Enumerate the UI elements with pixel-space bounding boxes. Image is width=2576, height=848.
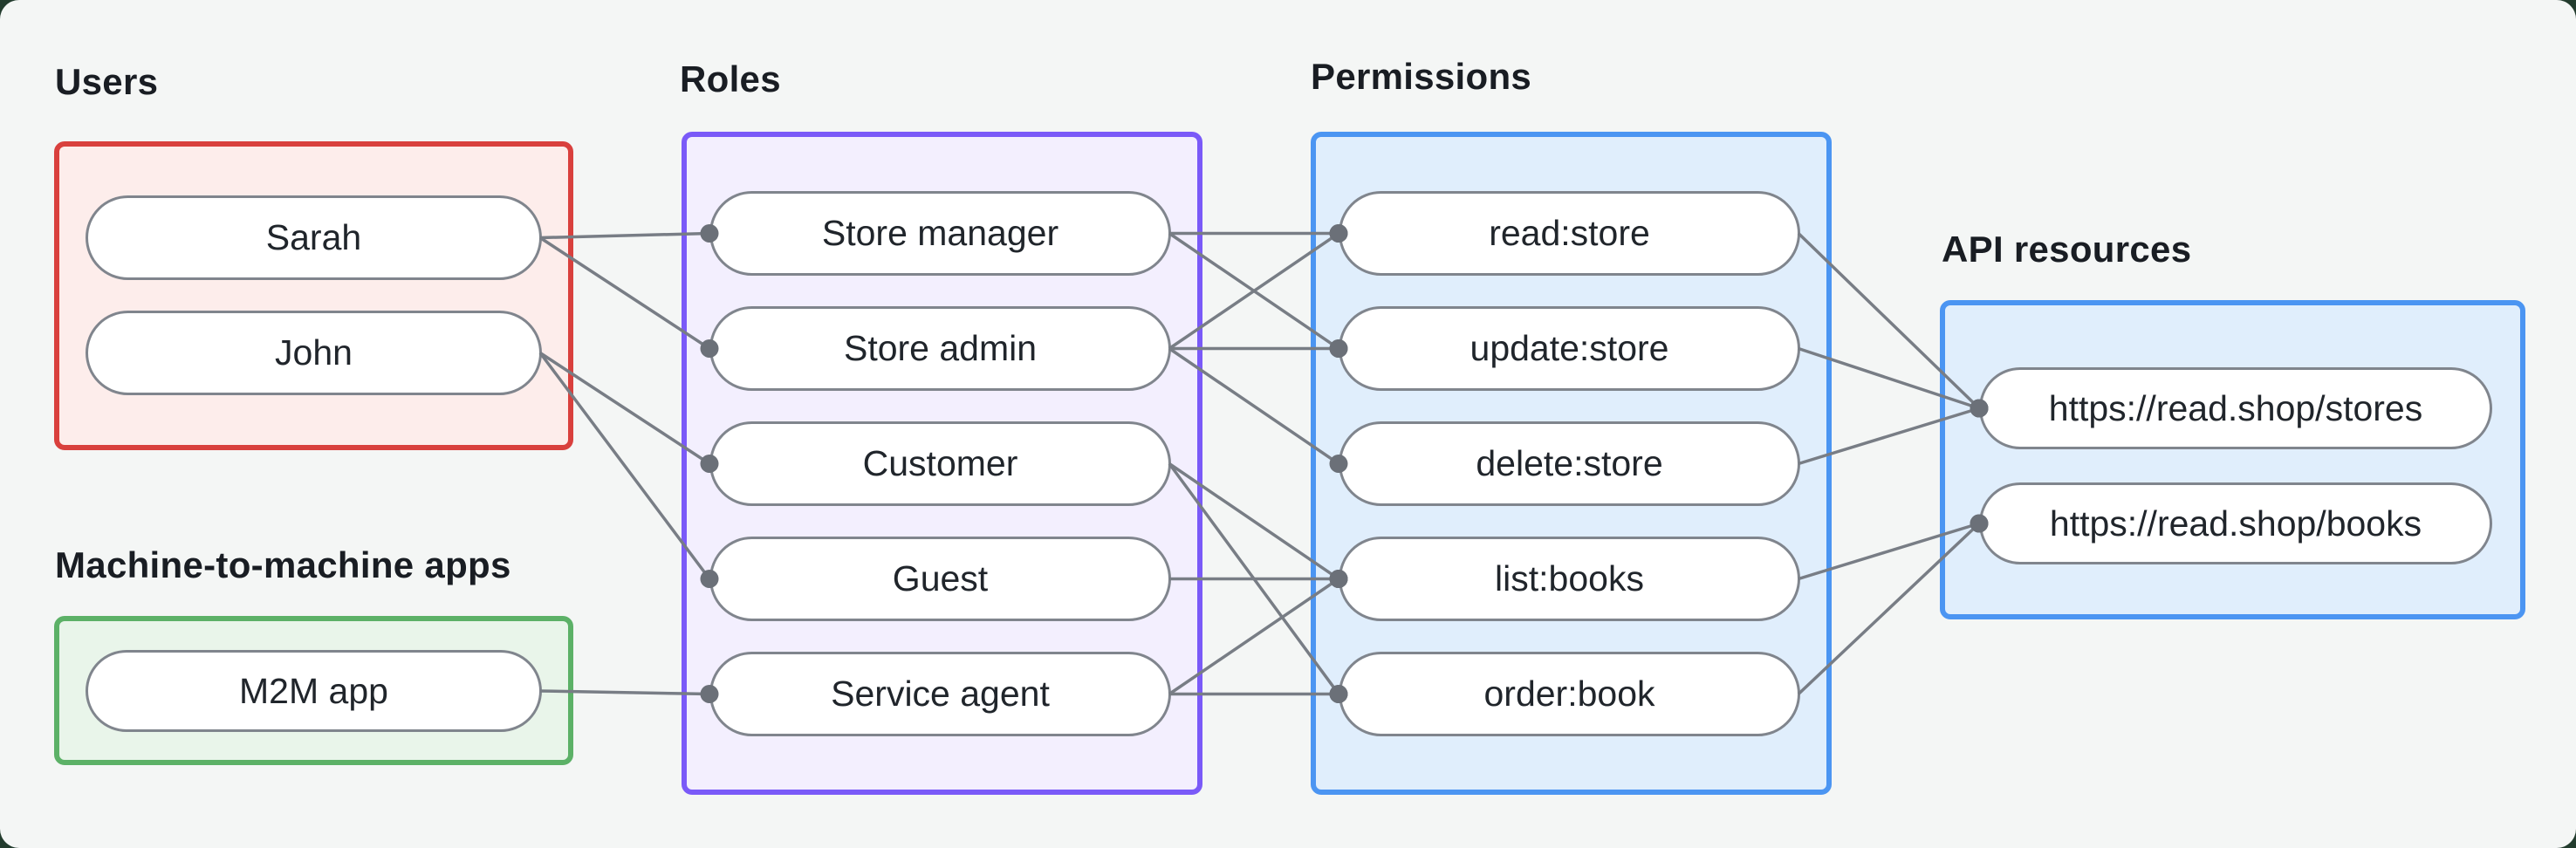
permissions-section-label: Permissions [1311,56,1532,97]
node-sarah: Sarah [86,195,542,280]
roles-section-label: Roles [680,58,781,99]
m2m-section-label: Machine-to-machine apps [55,544,511,585]
node-store-admin: Store admin [709,306,1171,391]
node-order-book: order:book [1339,652,1800,736]
node-update-store: update:store [1339,306,1800,391]
users-section-label: Users [55,61,159,102]
api-resources-group-box [1940,300,2525,619]
node-guest: Guest [709,537,1171,621]
api-resources-section-label: API resources [1942,229,2192,270]
node-list-books: list:books [1339,537,1800,621]
node-m2m-app: M2M app [86,650,542,732]
node-john: John [86,311,542,395]
node-service-agent: Service agent [709,652,1171,736]
node-stores: https://read.shop/stores [1979,367,2492,449]
users-group-box [54,141,573,450]
node-customer: Customer [709,421,1171,506]
node-books: https://read.shop/books [1979,482,2492,564]
node-delete-store: delete:store [1339,421,1800,506]
node-read-store: read:store [1339,191,1800,276]
node-store-manager: Store manager [709,191,1171,276]
